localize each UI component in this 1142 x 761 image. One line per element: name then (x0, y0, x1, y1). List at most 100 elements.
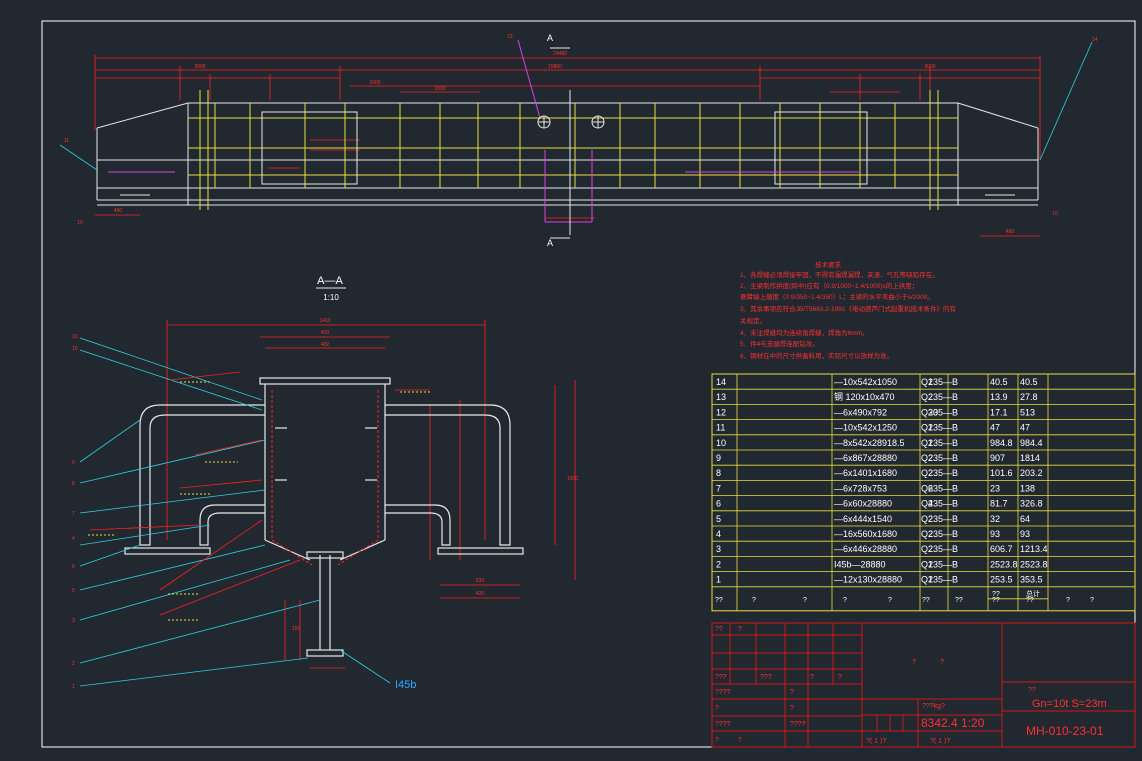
section-callout: 1 (72, 684, 75, 690)
tech-note-line: 3、其余事项应符合JB/T5663.2-1991《电动葫芦门式起重机技术条件》的… (740, 304, 956, 313)
bom-cell-unit: 40.5 (990, 377, 1008, 387)
bom-cell-spec: —12x130x28880 (834, 575, 902, 585)
bom-header-cell: ?? (922, 597, 930, 604)
tech-note-line: 5、件4与支腿焊连配钻攻。 (740, 339, 819, 348)
tech-note-line: 4、未注焊缝均为连续角焊缝，焊角为6mm。 (740, 328, 869, 337)
bom-cell-qty: 1 (928, 423, 933, 433)
spec-head: ?? (1028, 687, 1036, 694)
grid-mark: ? (715, 705, 719, 712)
section-dim-bottom-right2: 420 (476, 591, 485, 597)
tech-note-line: 1、各焊缝必须焊接牢固，不得有漏焊漏焊，夹渣、气孔等缺陷存在。 (740, 270, 939, 279)
bom-header-sub: ?? (992, 591, 1000, 598)
dim-left-low: 10 (77, 220, 83, 226)
bom-cell-mat: Q235—B (921, 483, 958, 493)
bom-cell-mat: Q235—B (921, 499, 958, 509)
tech-note-line: 关规定。 (740, 316, 766, 325)
grid-mark: ? (715, 737, 719, 744)
bom-cell-no: 10 (716, 438, 726, 448)
bom-cell-no: 2 (716, 559, 721, 569)
bom-cell-mat: Q235—B (921, 423, 958, 433)
grid-mark: ??? (760, 674, 772, 681)
bom-cell-qty: 30 (928, 407, 938, 417)
bom-cell-spec: —6x728x753 (834, 483, 887, 493)
bom-cell-total: 203.2 (1020, 468, 1043, 478)
dim-right-low: 10 (1052, 211, 1058, 217)
section-callouts: 13 10 9 8 7 4 6 5 3 2 1 (72, 334, 78, 690)
bom-cell-no: 13 (716, 392, 726, 402)
bom-cell-spec: I45b—28880 (834, 559, 886, 569)
bom-cell-spec: —6x490x792 (834, 407, 887, 417)
dim-pitch2: 1000 (434, 86, 445, 92)
sheet-left: ?( 1 )? (866, 738, 886, 745)
bom-cell-total: 1814 (1020, 453, 1040, 463)
bom-cell-spec: —6x867x28880 (834, 453, 897, 463)
section-dim-bottom-right: 530 (476, 578, 485, 584)
section-callout: 6 (72, 564, 75, 570)
section-callout: 4 (72, 536, 75, 542)
grid-mark: ? (738, 737, 742, 744)
bom-cell-no: 8 (716, 468, 721, 478)
bom-cell-unit: 13.9 (990, 392, 1008, 402)
grid-mark: ???? (790, 721, 806, 728)
sheet-right: ?( 1 )? (930, 738, 950, 745)
section-callout: 10 (72, 346, 78, 352)
bom-cell-mat: Q235—B (921, 559, 958, 569)
bom-cell-mat: Q235—B (921, 407, 958, 417)
section-mark-top: A (547, 33, 553, 43)
bom-cell-mat: Q235—B (921, 529, 958, 539)
tech-note-line: 6、钢材在中的尺寸供备料用，实际尺寸以放样为准。 (740, 351, 893, 360)
callout-11-main: 11 (64, 138, 69, 144)
bom-header-cell: ?? (955, 597, 963, 604)
bom-cell-no: 4 (716, 529, 721, 539)
bom-cell-spec: 钢 120x10x470 (834, 391, 895, 402)
bom-cell-spec: —16x560x1680 (834, 529, 897, 539)
bom-header-cell: ?? (715, 597, 723, 604)
spec-line: Gn=10t S=23m (1032, 698, 1107, 710)
bom-cell-mat: Q235—B (921, 514, 958, 524)
drawing-frame (41, 20, 1136, 748)
bom-cell-no: 1 (716, 575, 721, 585)
dim-span-center: 15800 (548, 64, 562, 70)
bom-cell-spec: —10x542x1250 (834, 423, 897, 433)
bom-cell-unit: 984.8 (990, 438, 1013, 448)
bom-cell-qty: 2 (928, 514, 933, 524)
section-mark-bottom: A (547, 238, 553, 248)
bom-cell-qty: 2 (928, 529, 933, 539)
dim-a: 3000 (194, 64, 205, 70)
bom-cell-qty: 2 (928, 468, 933, 478)
section-callout: 2 (72, 661, 75, 667)
bom-header-cell: ?? (992, 597, 1000, 604)
bom-cell-mat: Q235—B (921, 575, 958, 585)
section-callout: 3 (72, 618, 75, 624)
bom-cell-mat: Q235—B (921, 438, 958, 448)
beam-label: I45b (395, 679, 416, 691)
bom-cell-total: 326.8 (1020, 499, 1043, 509)
bom-cell-no: 9 (716, 453, 721, 463)
section-dim-total: 1410 (319, 318, 330, 324)
section-view: A—A 1:10 1410 420 402 1000 530 420 (72, 275, 578, 691)
bom-header-cell: ?? (1026, 597, 1034, 604)
dim-right-a: 3000 (924, 64, 935, 70)
section-dim-bot-height: 150 (292, 626, 301, 632)
bom-cell-mat: Q235—B (921, 392, 958, 402)
bom-header-cell: ? (1066, 597, 1070, 604)
bom-cell-mat: Q235—B (921, 468, 958, 478)
grid-mark: ? (790, 705, 794, 712)
bom-header-cell: ? (888, 597, 892, 604)
grid-mark: ??? (715, 674, 727, 681)
bom-cell-qty: 4 (928, 499, 933, 509)
bom-header-cell: ? (803, 597, 807, 604)
bom-cell-total: 64 (1020, 514, 1030, 524)
grid-mark: ? (838, 674, 842, 681)
bom-cell-spec: —6x446x28880 (834, 544, 897, 554)
